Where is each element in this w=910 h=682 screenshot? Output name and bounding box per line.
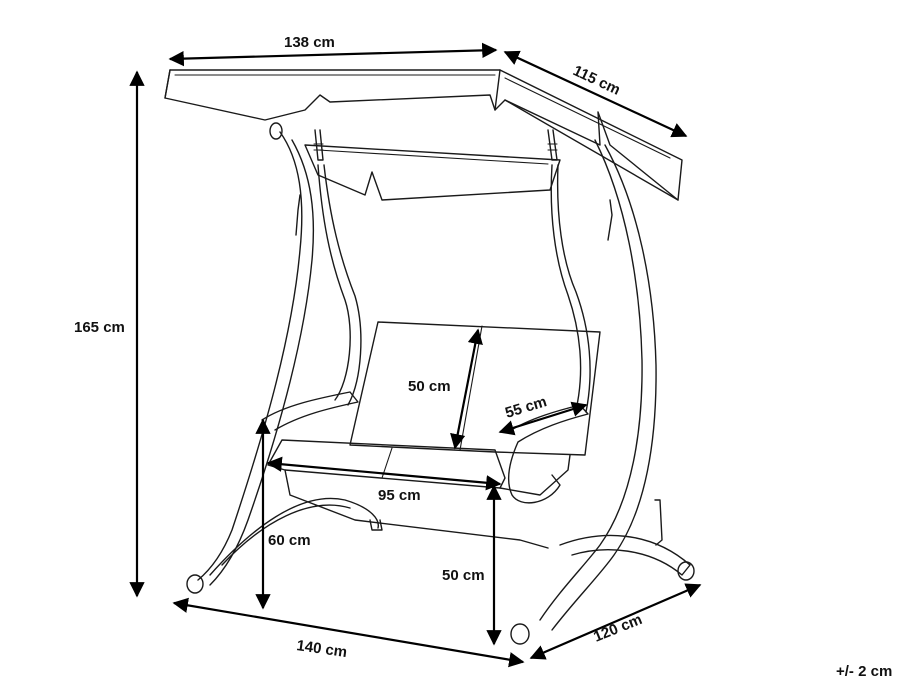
- canopy-width-label: 138 cm: [284, 34, 335, 51]
- swing-drawing: [164, 69, 695, 645]
- base-depth-label: 120 cm: [591, 611, 645, 646]
- side-frame-right: [510, 139, 695, 645]
- seat-width-arrow: [266, 456, 502, 491]
- base-arch: [209, 497, 379, 576]
- dimension-lines: [129, 42, 702, 668]
- tolerance-label: +/- 2 cm: [836, 663, 892, 680]
- canopy-width-arrow: [168, 42, 498, 67]
- total-height-label: 165 cm: [74, 319, 125, 336]
- base-depth-arrow: [529, 583, 702, 660]
- armrest-length-arrow: [498, 401, 588, 436]
- base-width-label: 140 cm: [295, 637, 348, 661]
- seat-to-floor-label: 50 cm: [442, 567, 485, 584]
- seat: [267, 321, 601, 549]
- base-width-arrow: [172, 597, 525, 668]
- dimension-labels: 138 cm 115 cm 165 cm 50 cm 55 cm 95 cm 6…: [74, 34, 892, 680]
- side-frame-left: [186, 131, 315, 594]
- armrest-length-label: 55 cm: [503, 393, 549, 422]
- backrest-height-arrow: [450, 328, 483, 450]
- canopy-depth-arrow: [503, 50, 688, 138]
- base-arch-inner: [221, 504, 351, 566]
- seat-height-label: 60 cm: [268, 532, 311, 549]
- backrest-height-label: 50 cm: [408, 378, 451, 395]
- seat-width-label: 95 cm: [378, 487, 421, 504]
- hanging-rods: [313, 129, 591, 413]
